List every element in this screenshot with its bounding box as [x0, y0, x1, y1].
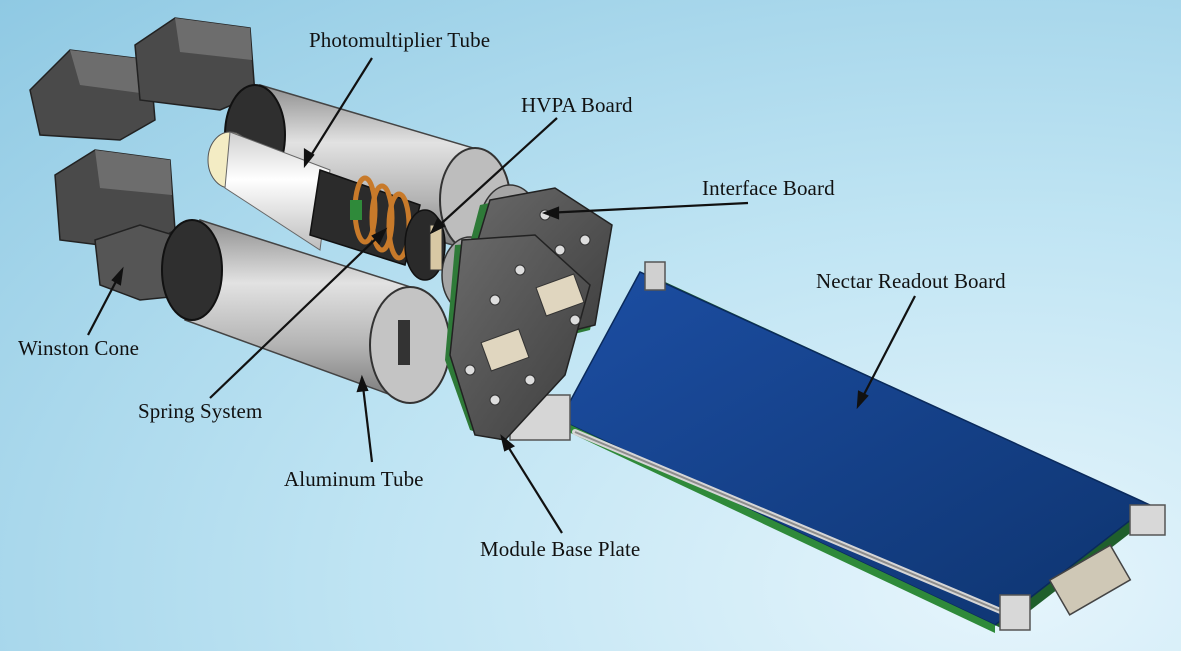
label-hvpa-board: HVPA Board: [521, 93, 633, 117]
leader-nectar-readout-board: [856, 295, 916, 410]
leader-module-base-plate: [500, 434, 563, 534]
nectar-readout-board-shape: [509, 261, 1166, 633]
leader-hvpa-board: [429, 117, 558, 235]
label-winston-cone: Winston Cone: [18, 336, 140, 360]
base-plate-shape: [445, 187, 613, 441]
label-module-base-plate: Module Base Plate: [480, 537, 641, 561]
label-photomultiplier-tube: Photomultiplier Tube: [309, 28, 491, 52]
leader-lines: [87, 57, 916, 534]
leader-photomultiplier-tube: [303, 57, 373, 169]
leader-interface-board: [541, 201, 749, 220]
label-interface-board: Interface Board: [702, 176, 835, 200]
label-nectar-readout-board: Nectar Readout Board: [816, 269, 1006, 293]
leader-aluminum-tube: [356, 374, 374, 463]
label-aluminum-tube: Aluminum Tube: [284, 467, 424, 491]
leader-winston-cone: [87, 266, 124, 336]
leader-spring-system: [209, 227, 388, 399]
label-spring-system: Spring System: [138, 399, 263, 423]
